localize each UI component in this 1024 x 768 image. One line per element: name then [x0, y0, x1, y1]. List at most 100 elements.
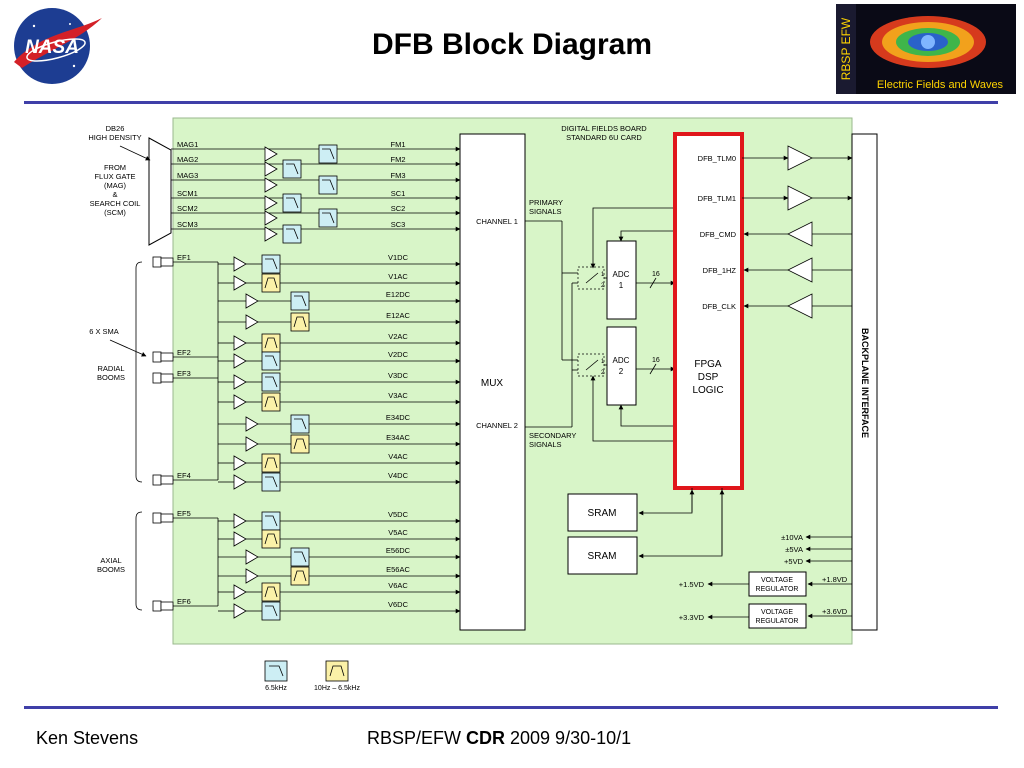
v3dc-label: V3DC	[388, 371, 409, 380]
e56ac-amplifier	[245, 568, 259, 584]
adc2-switch-pin2: 2	[601, 370, 605, 376]
from-label-line3: (MAG)	[104, 181, 127, 190]
v3dc-lowpass-filter	[261, 372, 281, 392]
v6dc-amplifier	[233, 603, 247, 619]
scm3-lowpass-filter-symbol	[286, 228, 299, 240]
v5dc-amplifier	[233, 513, 247, 529]
e34dc-label: E34DC	[386, 413, 411, 422]
reg2-output: +3.3VD	[679, 613, 705, 622]
v3dc-amplifier	[233, 374, 247, 390]
ef2-sma-connector	[152, 351, 162, 363]
dfb-tlm0-label: DFB_TLM0	[698, 154, 736, 163]
scm2-output-label: SC2	[391, 204, 406, 213]
sram-2-label: SRAM	[588, 551, 617, 562]
adc1-block	[606, 240, 637, 320]
footer-event-date: 2009 9/30-10/1	[505, 728, 632, 748]
radial-label-line1: RADIAL	[97, 364, 124, 373]
mag2-input-label: MAG2	[177, 155, 198, 164]
e56ac-bandpass-filter-symbol	[293, 570, 307, 582]
reg1-output: +1.5VD	[679, 580, 705, 589]
backplane-label: BACKPLANE INTERFACE	[860, 328, 870, 438]
v2ac-amplifier	[233, 335, 247, 351]
mag2-lowpass-filter-symbol	[286, 163, 299, 175]
scm3-output-label: SC3	[391, 220, 406, 229]
v3ac-bandpass-filter	[261, 392, 281, 412]
adc2-switch-pin1: 1	[601, 359, 605, 365]
ef6-sma-connector	[152, 600, 162, 612]
e34ac-label: E34AC	[386, 433, 410, 442]
rbsp-logo-side-text: RBSP EFW	[839, 17, 853, 80]
radial-bracket	[135, 261, 143, 483]
footer-event-cdr: CDR	[466, 728, 506, 748]
e34dc-lowpass-filter	[290, 414, 310, 434]
footer-event-prefix: RBSP/EFW	[367, 728, 467, 748]
fpga-label-line3: LOGIC	[692, 385, 723, 396]
mag1-input-label: MAG1	[177, 140, 198, 149]
ef4-label: EF4	[177, 471, 191, 480]
v5dc-label: V5DC	[388, 510, 409, 519]
ef1-sma-body	[160, 257, 174, 267]
from-label-line4: &	[112, 190, 117, 199]
e34ac-amplifier	[245, 436, 259, 452]
ef1-label: EF1	[177, 253, 191, 262]
from-label-line2: FLUX GATE	[94, 172, 135, 181]
adc1-switch-blade	[585, 272, 599, 284]
dfb-tlm0-driver-left-wing	[787, 145, 813, 171]
v1dc-label: V1DC	[388, 253, 409, 262]
sma-label: 6 X SMA	[89, 327, 119, 336]
footer-event: RBSP/EFW CDR 2009 9/30-10/1	[367, 728, 631, 749]
power-5vd: +5VD	[784, 557, 804, 566]
e56dc-lowpass-filter	[290, 547, 310, 567]
v4ac-label: V4AC	[388, 452, 408, 461]
adc2-block	[606, 326, 637, 406]
e12dc-label: E12DC	[386, 290, 411, 299]
mag2-output-label: FM2	[391, 155, 406, 164]
e12ac-label: E12AC	[386, 311, 410, 320]
v3ac-amplifier	[233, 394, 247, 410]
e34dc-amplifier	[245, 416, 259, 432]
db26-pointer	[119, 145, 151, 161]
e56dc-amplifier	[245, 549, 259, 565]
footer-author: Ken Stevens	[36, 728, 139, 748]
ef2-label: EF2	[177, 348, 191, 357]
sma-pointer	[109, 339, 147, 357]
scm1-lowpass-filter-symbol	[286, 197, 299, 209]
mag2-lowpass-filter	[282, 159, 302, 179]
dfb-1hz-receiver	[787, 257, 813, 283]
scm1-input-label: SCM1	[177, 189, 198, 198]
mag3-output-label: FM3	[391, 171, 406, 180]
scm3-amplifier	[264, 226, 278, 242]
reg2-label-line2: REGULATOR	[756, 618, 799, 625]
e12ac-bandpass-filter-symbol	[293, 316, 307, 328]
mag3-lowpass-filter-symbol	[322, 179, 335, 191]
scm1-lowpass-filter	[282, 193, 302, 213]
e12dc-lowpass-filter-symbol	[294, 295, 307, 307]
e34dc-lowpass-filter-symbol	[294, 418, 307, 430]
legend-lowpass-label: 6.5kHz	[265, 685, 287, 692]
v5ac-bandpass-filter	[261, 529, 281, 549]
v4dc-lowpass-filter	[261, 472, 281, 492]
v2ac-bandpass-filter	[261, 333, 281, 353]
footer-rule	[24, 706, 998, 709]
adc1-switch-pin2: 2	[601, 283, 605, 289]
e56dc-lowpass-filter-symbol	[294, 551, 307, 563]
v4ac-amplifier	[233, 455, 247, 471]
adc1-label-line1: ADC	[613, 270, 630, 279]
v6ac-bandpass-filter	[261, 582, 281, 602]
backplane-block	[851, 133, 878, 631]
v3ac-label: V3AC	[388, 391, 408, 400]
v2dc-lowpass-filter	[261, 351, 281, 371]
mag3-input-label: MAG3	[177, 171, 198, 180]
reg1-label-line1: VOLTAGE	[761, 577, 793, 584]
dfb-tlm1-driver-left-wing	[787, 185, 813, 211]
e56ac-bandpass-filter	[290, 566, 310, 586]
rbsp-efw-logo: RBSP EFW Electric Fields and Waves	[836, 4, 1016, 94]
power-5va: ±5VA	[785, 545, 803, 554]
v1dc-amplifier	[233, 256, 247, 272]
v6dc-lowpass-filter	[261, 601, 281, 621]
axial-label-line2: BOOMS	[97, 565, 125, 574]
scm3-input-label: SCM3	[177, 220, 198, 229]
axial-label-line1: AXIAL	[100, 556, 121, 565]
v1ac-bandpass-filter-symbol	[264, 277, 278, 289]
v5dc-lowpass-filter	[261, 511, 281, 531]
